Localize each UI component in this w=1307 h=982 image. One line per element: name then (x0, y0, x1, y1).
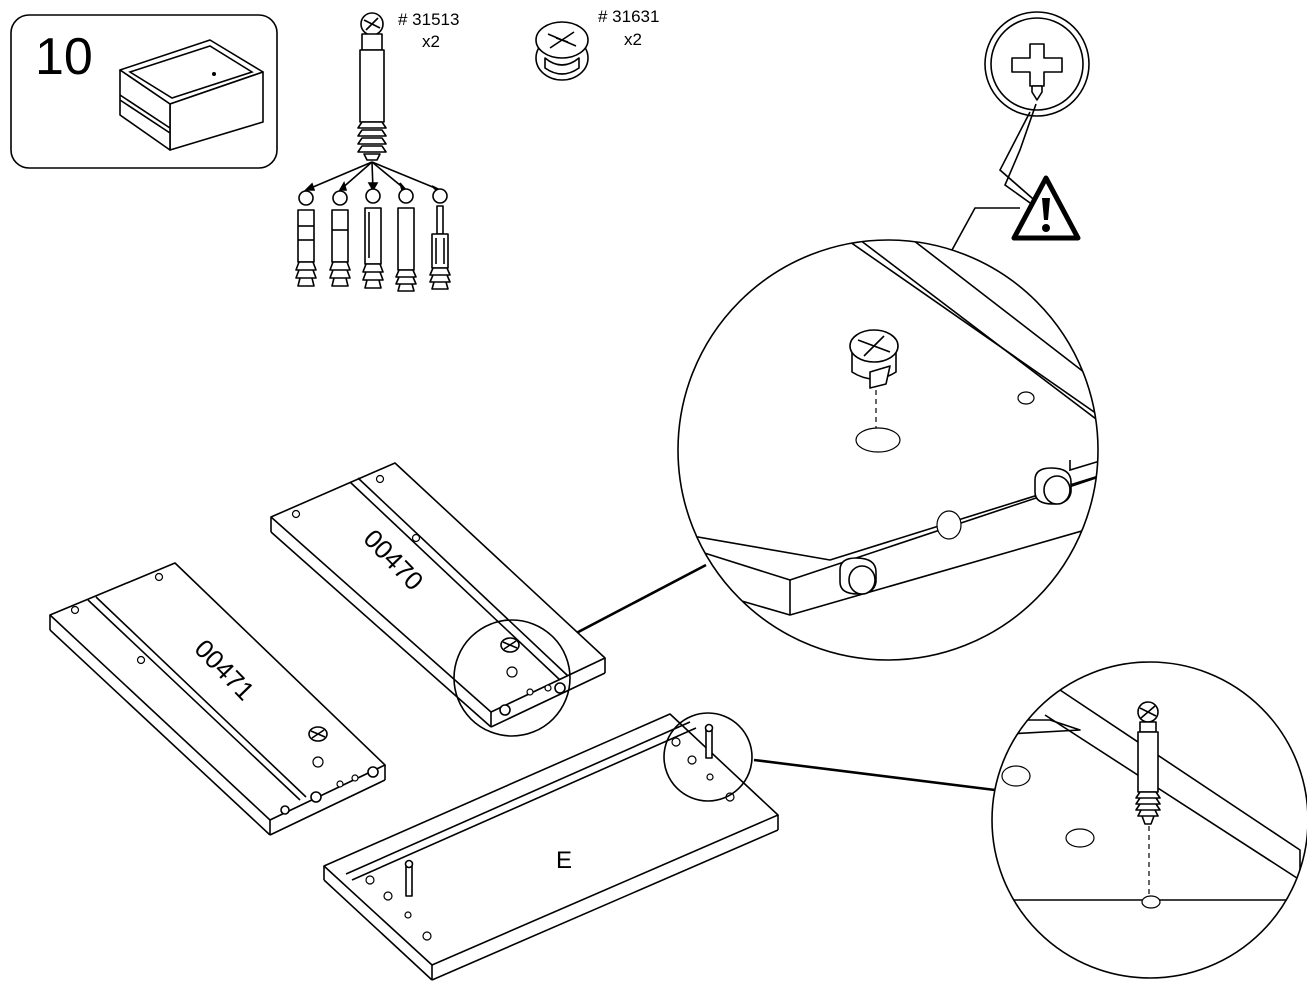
cam-bolt-variants (295, 188, 451, 292)
panel-00471 (49, 562, 386, 836)
warning-triangle-icon (1011, 175, 1081, 241)
detail-circle-cam-bolt (991, 661, 1307, 979)
cam-bolt-quantity: x2 (422, 32, 440, 51)
step-number: 10 (35, 28, 93, 86)
phillips-screwdriver-icon (984, 11, 1090, 117)
detail-a-connector (562, 563, 707, 642)
cam-bolt-part-number: # 31513 (398, 10, 459, 29)
panel-e (323, 713, 779, 981)
detail-a-source-ring (453, 619, 571, 737)
cam-lock-icon (535, 21, 589, 81)
drawer-icon (119, 39, 264, 151)
cam-bolt-icon (357, 12, 387, 161)
detail-b-source-ring (663, 712, 753, 802)
panel-00470 (270, 462, 606, 728)
detail-b-connector (753, 758, 996, 792)
step-box: 10 (10, 14, 278, 169)
cam-lock-part-number: # 31631 (598, 7, 659, 26)
variant-arrows (304, 161, 441, 192)
panel-e-label: E (556, 847, 572, 874)
detail-circle-cam-lock (677, 239, 1099, 661)
cam-lock-quantity: x2 (624, 30, 642, 49)
